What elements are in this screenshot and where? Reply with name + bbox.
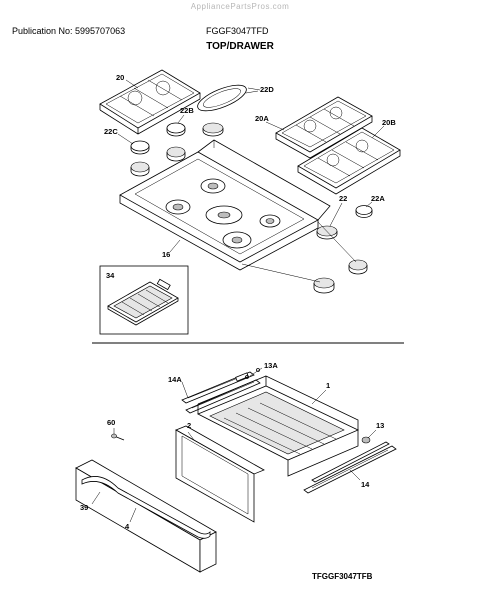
screw-60[interactable]	[111, 433, 125, 441]
burner-cap-22b[interactable]	[166, 122, 186, 137]
grate-20b[interactable]	[297, 127, 401, 195]
burner-cap-22a[interactable]	[355, 205, 373, 218]
drawer-panel-2[interactable]	[175, 425, 265, 523]
griddle-34[interactable]	[99, 265, 189, 335]
cooktop-16[interactable]	[119, 139, 331, 271]
callout-20b: 20B	[382, 118, 396, 127]
drawer-glide-14a[interactable]	[181, 371, 261, 414]
publication-number: Publication No: 5995707063	[12, 26, 126, 36]
callout-34: 34	[106, 271, 115, 280]
burner-head-22a[interactable]	[348, 259, 368, 275]
burner-head-22c[interactable]	[130, 161, 150, 177]
callout-20: 20	[116, 73, 125, 82]
callout-39: 39	[80, 503, 89, 512]
grate-20[interactable]	[99, 69, 201, 135]
section-title: TOP/DRAWER	[206, 41, 274, 52]
callout-16: 16	[162, 250, 171, 259]
callout-13a: 13A	[264, 361, 278, 370]
callout-14a: 14A	[168, 375, 182, 384]
burner-head-22b[interactable]	[166, 146, 186, 162]
callout-22d: 22D	[260, 85, 274, 94]
footer-code: TFGGF3047TFB	[312, 572, 373, 581]
burner-cap-misc[interactable]	[202, 122, 224, 137]
callout-60: 60	[107, 418, 116, 427]
site-watermark: AppliancePartsPros.com	[190, 2, 290, 11]
drawer-1[interactable]	[197, 375, 359, 477]
callout-4: 4	[125, 522, 130, 531]
burner-head-22[interactable]	[313, 277, 335, 294]
grate-20a[interactable]	[275, 96, 373, 159]
griddle-cover-22d[interactable]	[195, 80, 261, 116]
callout-22: 22	[339, 194, 348, 203]
drawer-front-39[interactable]	[75, 459, 217, 573]
callout-22c: 22C	[104, 127, 118, 136]
burner-cap-22[interactable]	[316, 225, 338, 240]
callout-13: 13	[376, 421, 385, 430]
glide-bracket-13a[interactable]	[235, 368, 260, 382]
leader-lines-drawer	[91, 367, 377, 523]
drawer-glide-14[interactable]	[303, 441, 397, 494]
callout-2: 2	[187, 421, 192, 430]
callout-14: 14	[361, 480, 370, 489]
callout-20a: 20A	[255, 114, 269, 123]
slide-screw-13[interactable]	[361, 436, 371, 444]
leader-lines-top	[117, 79, 385, 283]
callout-1: 1	[326, 381, 331, 390]
model-number: FGGF3047TFD	[206, 26, 269, 36]
burner-cap-22c[interactable]	[130, 140, 150, 155]
drawer-handle-4[interactable]	[81, 476, 211, 539]
callout-22b: 22B	[180, 106, 194, 115]
callout-22a: 22A	[371, 194, 385, 203]
